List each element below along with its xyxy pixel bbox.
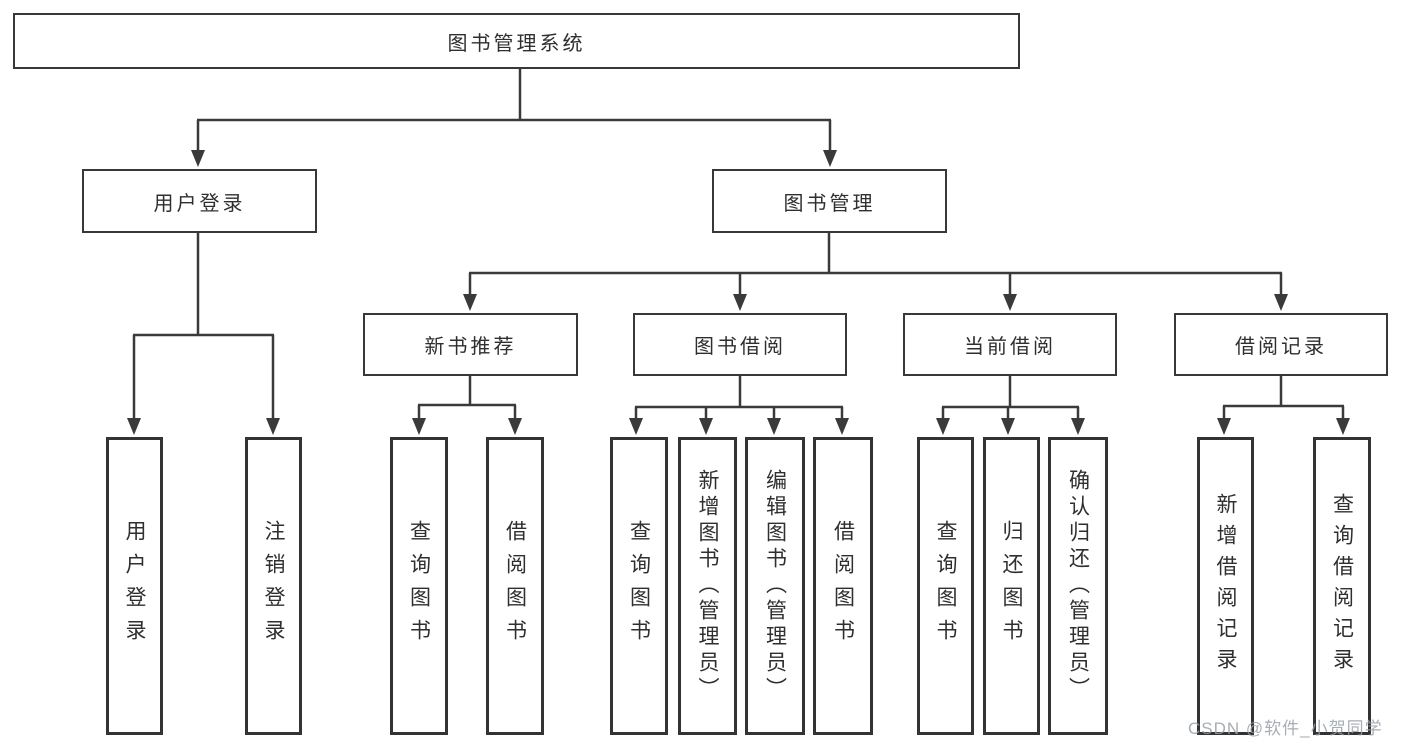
leaf-bb-borrow-books-label: 借阅图书 bbox=[831, 520, 855, 652]
connector-root-to-level2 bbox=[196, 69, 832, 151]
leaf-cb-query-books: 查询图书 bbox=[917, 437, 974, 735]
connector-book-borrow-branch bbox=[634, 376, 844, 420]
leaf-cb-return-books: 归还图书 bbox=[983, 437, 1040, 735]
leaf-br-query-record-label: 查询借阅记录 bbox=[1330, 493, 1354, 679]
node-current-borrow: 当前借阅 bbox=[903, 313, 1117, 376]
node-borrow-records: 借阅记录 bbox=[1174, 313, 1388, 376]
leaf-bb-query-books-label: 查询图书 bbox=[627, 520, 651, 652]
leaf-nb-borrow-books: 借阅图书 bbox=[486, 437, 544, 735]
node-new-book-recommend-label: 新书推荐 bbox=[424, 336, 517, 358]
connector-new-book-branch bbox=[417, 376, 517, 420]
leaf-logout-label: 注销登录 bbox=[262, 520, 285, 652]
connector-book-mgmt-branch bbox=[468, 233, 1283, 296]
watermark: CSDN @软件_小贺同学 bbox=[1188, 719, 1383, 738]
leaf-bb-edit-books-admin: 编辑图书（管理员） bbox=[745, 437, 805, 735]
connector-current-borrow-branch bbox=[941, 376, 1080, 420]
node-root-label: 图书管理系统 bbox=[447, 32, 586, 55]
leaf-user-login-label: 用户登录 bbox=[123, 520, 146, 652]
leaf-br-add-record: 新增借阅记录 bbox=[1197, 437, 1254, 735]
node-borrow-records-label: 借阅记录 bbox=[1235, 336, 1327, 358]
node-current-borrow-label: 当前借阅 bbox=[964, 336, 1056, 358]
leaf-cb-return-books-label: 归还图书 bbox=[1000, 520, 1023, 652]
leaf-cb-query-books-label: 查询图书 bbox=[934, 520, 957, 652]
leaf-br-add-record-label: 新增借阅记录 bbox=[1214, 493, 1237, 679]
leaf-bb-query-books: 查询图书 bbox=[610, 437, 668, 735]
node-new-book-recommend: 新书推荐 bbox=[363, 313, 578, 376]
connector-user-login-branch bbox=[132, 233, 275, 420]
node-book-management-label: 图书管理 bbox=[783, 192, 876, 215]
leaf-user-login: 用户登录 bbox=[106, 437, 163, 735]
leaf-bb-borrow-books: 借阅图书 bbox=[813, 437, 873, 735]
node-book-borrow-label: 图书借阅 bbox=[694, 336, 786, 358]
node-book-management: 图书管理 bbox=[712, 169, 947, 233]
leaf-nb-query-books: 查询图书 bbox=[390, 437, 448, 735]
leaf-cb-confirm-return-admin: 确认归还（管理员） bbox=[1048, 437, 1108, 735]
leaf-bb-add-books-admin: 新增图书（管理员） bbox=[678, 437, 737, 735]
node-root: 图书管理系统 bbox=[13, 13, 1020, 69]
leaf-nb-borrow-books-label: 借阅图书 bbox=[503, 520, 527, 652]
connector-borrow-record-branch bbox=[1222, 376, 1345, 420]
leaf-nb-query-books-label: 查询图书 bbox=[407, 520, 431, 652]
leaf-bb-add-books-admin-label: 新增图书（管理员） bbox=[696, 469, 719, 703]
node-user-login-label: 用户登录 bbox=[153, 192, 246, 215]
leaf-br-query-record: 查询借阅记录 bbox=[1313, 437, 1371, 735]
leaf-logout: 注销登录 bbox=[245, 437, 302, 735]
arrowheads bbox=[127, 150, 1350, 435]
leaf-bb-edit-books-admin-label: 编辑图书（管理员） bbox=[763, 469, 787, 703]
node-book-borrow: 图书借阅 bbox=[633, 313, 847, 376]
node-user-login: 用户登录 bbox=[82, 169, 317, 233]
leaf-cb-confirm-return-admin-label: 确认归还（管理员） bbox=[1066, 469, 1090, 703]
